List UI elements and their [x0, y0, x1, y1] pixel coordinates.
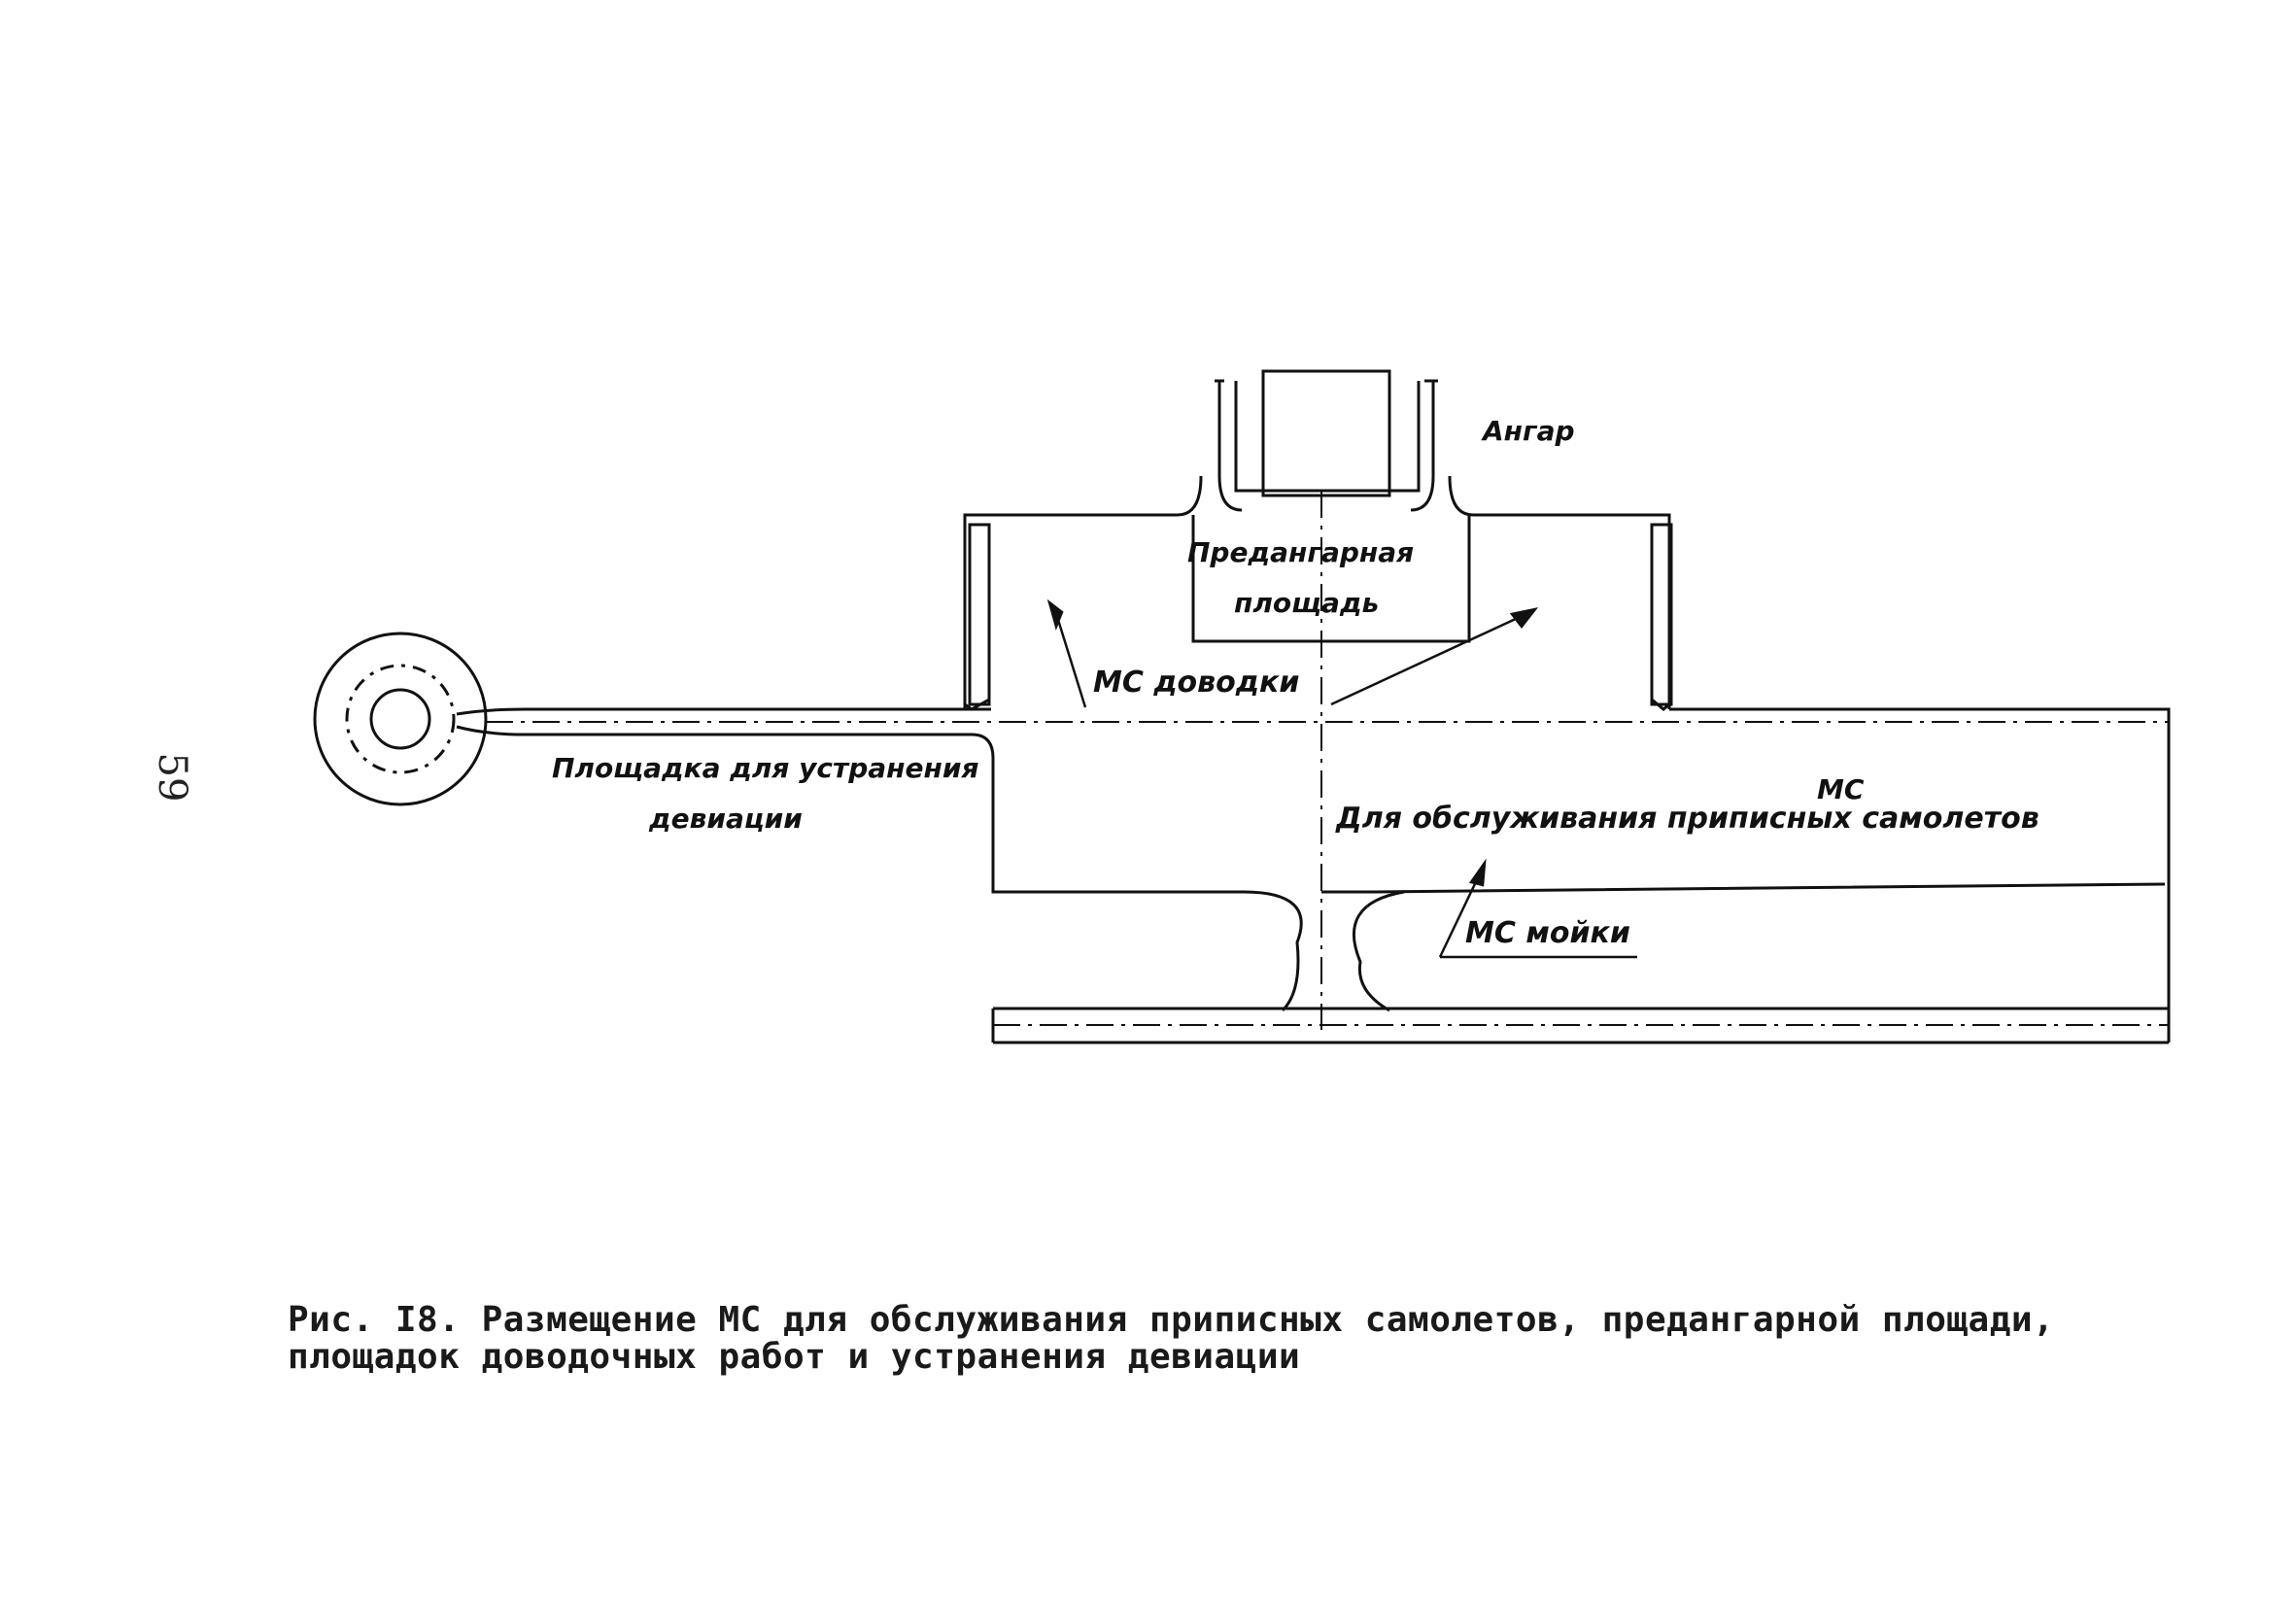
caption-line-1: Рис. I8. Размещение МС для обслуживания … — [288, 1300, 2055, 1340]
hangar — [1215, 369, 1438, 512]
label-finishing: МС доводки — [1093, 666, 1299, 700]
label-ms-assigned-1: МС — [1817, 773, 1865, 805]
pointer-arrows — [1046, 598, 1637, 959]
label-deviation-2: девиации — [648, 803, 803, 835]
label-prehangar-2: площадь — [1234, 587, 1379, 619]
label-deviation-1: Площадка для устранения — [552, 752, 978, 784]
label-hangar: Ангар — [1481, 415, 1575, 447]
deviation-pad — [313, 632, 526, 806]
label-ms-assigned-2: Для обслуживания приписных самолетов — [1335, 802, 2039, 836]
figure-caption: Рис. I8. Размещение МС для обслуживания … — [288, 1302, 2134, 1376]
label-prehangar-1: Предангарная — [1187, 536, 1414, 568]
label-washing: МС мойки — [1465, 916, 1630, 950]
centerlines — [486, 491, 2169, 1030]
caption-line-2: площадок доводочных работ и устранения д… — [288, 1337, 1301, 1377]
main-apron — [525, 707, 2171, 1043]
